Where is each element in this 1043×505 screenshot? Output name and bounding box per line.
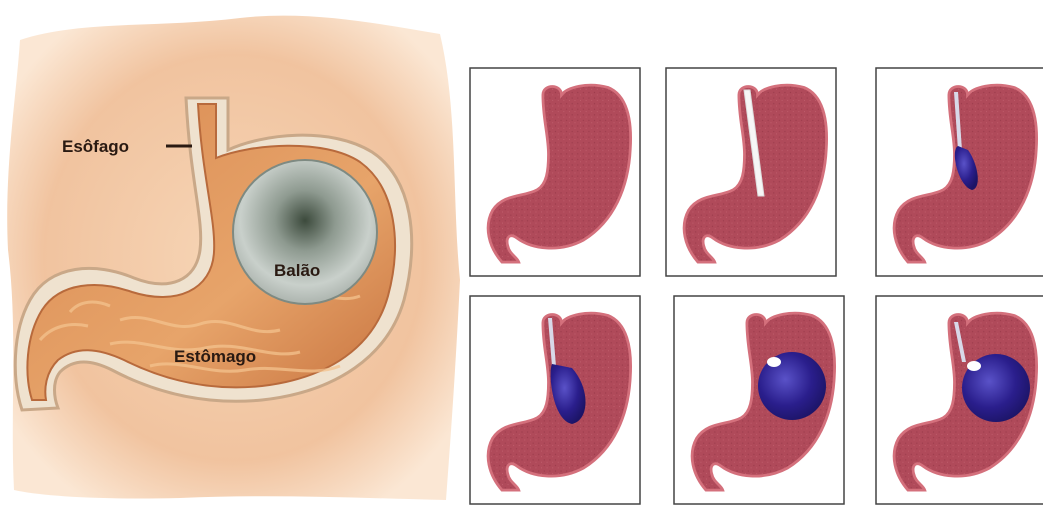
sequence-panel-4 [470,296,640,504]
sequence-panel-5 [674,296,844,504]
label-balloon: Balão [274,261,320,280]
sequence-panel-1 [470,68,640,276]
sequence-panel-2 [666,68,836,276]
balloon-highlight [767,357,781,367]
balloon-highlight [967,361,981,371]
balloon-placement-sequence [470,68,1043,504]
sequence-panel-3 [876,68,1043,276]
label-stomach: Estômago [174,347,256,366]
intragastric-balloon [233,160,377,304]
label-esophagus: Esôfago [62,137,129,156]
anatomy-illustration: Esôfago Balão Estômago [7,16,460,500]
sequence-panel-6 [876,296,1043,504]
